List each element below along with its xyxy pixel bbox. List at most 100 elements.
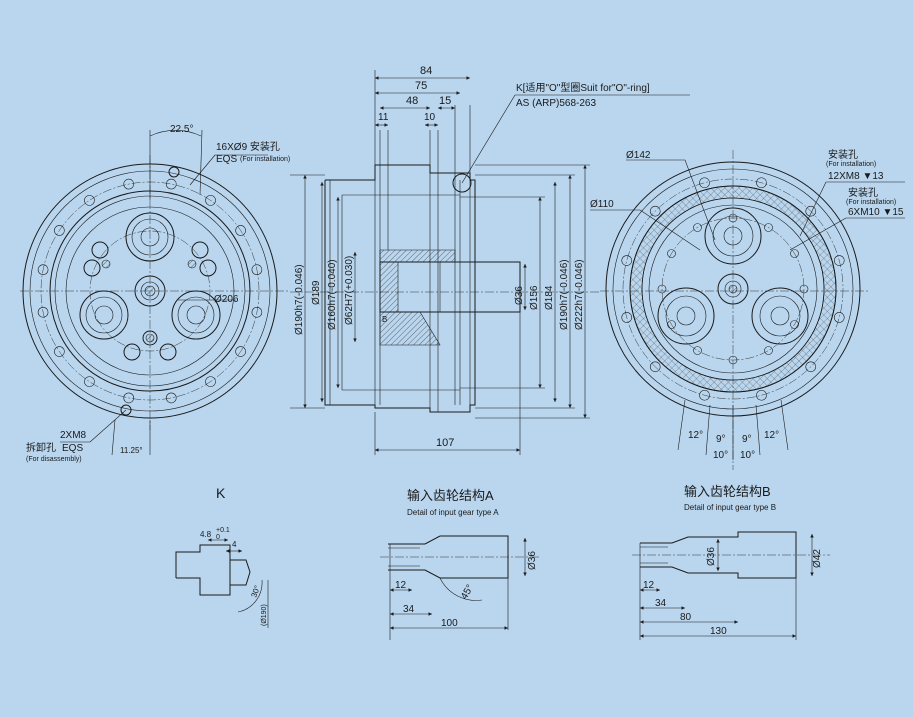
bolt-hole: [621, 312, 633, 323]
bolt-hole: [764, 223, 773, 232]
a-dim-100: 100: [441, 618, 458, 629]
k-dim-30: 30°: [249, 584, 262, 598]
bolt-hole: [657, 284, 667, 294]
bolt-hole: [205, 195, 216, 206]
center-section-view: 84 75 48 15 11 10 107 B Ø190h7(-0.046) Ø…: [290, 65, 690, 455]
b-dim-130: 130: [710, 626, 727, 637]
disassembly-en-label: (For disassembly): [26, 456, 82, 463]
bottom-angle-label: 11.25°: [120, 446, 143, 455]
dim-36: Ø36: [514, 286, 525, 305]
detail-k-title: K: [216, 485, 226, 501]
detail-b: 输入齿轮结构B Detail of input gear type B Ø36 …: [632, 484, 830, 640]
dim-11: 11: [378, 112, 389, 123]
bolt-hole: [123, 392, 135, 404]
bolt-hole: [728, 355, 738, 365]
bolt-hole: [833, 312, 845, 323]
ang-10-left: 10°: [713, 450, 728, 461]
bolt-hole: [756, 389, 767, 401]
dim-184: Ø184: [544, 285, 555, 310]
a-dim-34: 34: [403, 604, 415, 615]
bolt-hole: [251, 306, 263, 318]
right-holes1-spec: 12XM8 ▼13: [828, 171, 884, 182]
detail-a-title-en: Detail of input gear type A: [407, 508, 499, 517]
dim-10: 10: [424, 112, 436, 123]
dia-110: Ø110: [590, 199, 614, 210]
bolt-hole: [805, 361, 817, 373]
right-holes1-cn: 安装孔: [828, 148, 858, 161]
holes-spec-label: 16XØ9 安装孔: [216, 140, 280, 153]
dim-156: Ø156: [529, 285, 540, 310]
bolt-hole: [205, 376, 216, 387]
bolt-hole: [621, 255, 633, 266]
dim-75: 75: [415, 80, 427, 92]
bolt-hole: [756, 177, 767, 189]
b-dim-80: 80: [680, 612, 692, 623]
k-dim-4.8-tol: +0.1: [216, 527, 230, 534]
right-holes2-cn: 安装孔: [848, 186, 878, 199]
disassembly-cn-label: 拆卸孔: [26, 441, 56, 454]
ang-10-right: 10°: [740, 450, 755, 461]
a-dim-12: 12: [395, 580, 407, 591]
bolt-hole: [693, 223, 702, 232]
dim-190h7: Ø190h7(-0.046): [294, 264, 305, 335]
dim-62h7: Ø62H7(+0.030): [344, 256, 355, 325]
dia-142: Ø142: [626, 150, 651, 161]
bolt-hole: [251, 264, 263, 276]
k-dim-190: (Ø190): [261, 604, 268, 626]
disassembly-spec-label: 2XM8: [60, 430, 87, 441]
mounting-hole-group-right: [621, 177, 845, 401]
bolt-hole: [54, 346, 65, 357]
right-front-view: Ø142 Ø110 安装孔 (For installation) 12XM8 ▼…: [590, 148, 905, 470]
bolt-hole: [649, 361, 661, 373]
bolt-hole: [235, 225, 246, 236]
bolt-hole: [667, 320, 676, 329]
bolt-hole: [54, 225, 65, 236]
bolt-hole: [833, 255, 845, 266]
b-dim-42: Ø42: [812, 549, 823, 568]
dim-190h7-right: Ø190h7(-0.046): [559, 259, 570, 330]
bolt-hole: [790, 320, 799, 329]
holes-eqs-label: EQS: [216, 154, 237, 165]
bolt-hole: [699, 389, 710, 401]
right-holes2-en: (For installation): [846, 199, 896, 206]
dim-222h7: Ø222h7(-0.046): [574, 259, 585, 330]
b-dim-12: 12: [643, 580, 655, 591]
bolt-hole: [37, 264, 49, 276]
b-dim-34: 34: [655, 598, 667, 609]
bolt-hole: [799, 284, 809, 294]
bolt-hole: [693, 346, 702, 355]
ang-9-left: 9°: [716, 434, 726, 445]
bolt-hole: [667, 249, 676, 258]
ang-9-right: 9°: [742, 434, 752, 445]
bolt-hole: [764, 346, 773, 355]
right-holes2-spec: 6XM10 ▼15: [848, 207, 904, 218]
a-dim-45: 45°: [459, 583, 476, 602]
mounting-hole-group: [37, 178, 263, 404]
detail-b-title-cn: 输入齿轮结构B: [684, 484, 771, 499]
detail-a-title-cn: 输入齿轮结构A: [407, 488, 494, 503]
bolt-hole: [728, 213, 738, 223]
ang-12-right: 12°: [764, 430, 779, 441]
dim-15: 15: [439, 95, 451, 107]
a-dim-36: Ø36: [527, 551, 538, 570]
bolt-hole: [649, 205, 661, 217]
k-dim-4.8-tol2: 0: [216, 534, 220, 541]
bolt-hole: [165, 178, 177, 190]
disassembly-eqs-label: EQS: [62, 443, 83, 454]
detail-a: 输入齿轮结构A Detail of input gear type A Ø36 …: [380, 488, 540, 640]
dim-b: B: [382, 315, 387, 324]
dim-84: 84: [420, 65, 432, 77]
detail-b-title-en: Detail of input gear type B: [684, 503, 776, 512]
bolt-hole: [699, 177, 710, 189]
diameter-label: Ø206: [214, 294, 239, 305]
k-note-line1: K[适用"O"型圈Suit for"O"-ring]: [516, 81, 650, 94]
right-holes1-en: (For installation): [826, 161, 876, 168]
bolt-hole: [123, 178, 135, 190]
bolt-hole: [84, 376, 95, 387]
detail-k: K 4.8 +0.1 0 4 30° (Ø190): [175, 485, 269, 628]
holes-en-label: (For installation): [240, 156, 290, 163]
bolt-hole: [235, 346, 246, 357]
bolt-hole: [165, 392, 177, 404]
dim-189: Ø189: [311, 280, 322, 305]
